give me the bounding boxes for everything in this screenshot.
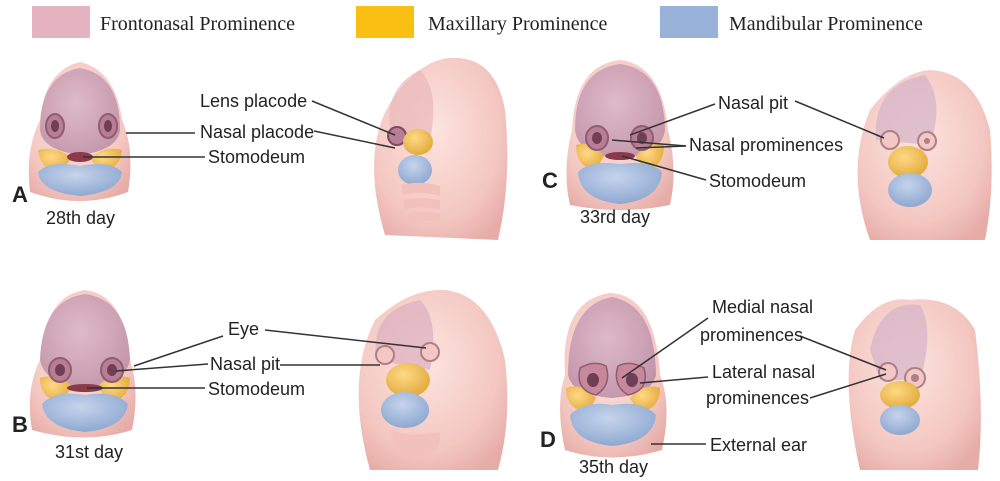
label-nasal-placode: Nasal placode <box>200 122 314 142</box>
panel-a-frontal-face <box>29 62 131 201</box>
label-medial-nasal-line2: prominences <box>700 325 803 345</box>
label-stomodeum-c: Stomodeum <box>709 171 806 191</box>
panel-d: D 35th day Medial nasal prominences Late… <box>540 293 981 477</box>
panel-c: C 33rd day Nasal pit Nasal prominences S… <box>542 60 992 240</box>
panel-b-day-label: 31st day <box>55 442 123 462</box>
panel-a: A 28th day Lens placode Nasal placode St… <box>12 58 507 240</box>
panel-c-letter: C <box>542 168 558 193</box>
legend: Frontonasal Prominence Maxillary Promine… <box>32 6 923 38</box>
panel-a-day-label: 28th day <box>46 208 115 228</box>
label-stomodeum-a: Stomodeum <box>208 147 305 167</box>
frontonasal-swatch <box>32 6 90 38</box>
label-lateral-nasal-line1: Lateral nasal <box>712 362 815 382</box>
label-lateral-nasal-line2: prominences <box>706 388 809 408</box>
panel-b-lateral-embryo <box>359 290 508 470</box>
legend-item-mandibular: Mandibular Prominence <box>660 6 923 38</box>
label-stomodeum-b: Stomodeum <box>208 379 305 399</box>
label-lens-placode: Lens placode <box>200 91 307 111</box>
legend-label-frontonasal: Frontonasal Prominence <box>100 13 295 35</box>
legend-label-mandibular: Mandibular Prominence <box>729 13 923 35</box>
panel-d-frontal-face <box>560 293 667 458</box>
panel-d-lateral-embryo <box>849 299 981 470</box>
panel-c-lateral-embryo <box>858 70 992 240</box>
label-nasal-prominences-c: Nasal prominences <box>689 135 843 155</box>
legend-item-frontonasal: Frontonasal Prominence <box>32 6 295 38</box>
panel-b-letter: B <box>12 412 28 437</box>
panel-a-letter: A <box>12 182 28 207</box>
label-nasal-pit-b: Nasal pit <box>210 354 280 374</box>
panel-d-day-label: 35th day <box>579 457 648 477</box>
legend-item-maxillary: Maxillary Prominence <box>356 6 608 38</box>
maxillary-swatch <box>356 6 414 38</box>
panel-d-letter: D <box>540 427 556 452</box>
panel-b-frontal-face <box>30 290 136 438</box>
mandibular-swatch <box>660 6 718 38</box>
panel-b: B 31st day Eye Nasal pit Stomodeum <box>12 290 507 470</box>
label-medial-nasal-line1: Medial nasal <box>712 297 813 317</box>
panel-a-lateral-embryo <box>374 58 507 240</box>
label-external-ear: External ear <box>710 435 807 455</box>
panel-c-day-label: 33rd day <box>580 207 650 227</box>
label-nasal-pit-c: Nasal pit <box>718 93 788 113</box>
panel-c-frontal-face <box>566 60 673 210</box>
legend-label-maxillary: Maxillary Prominence <box>428 13 608 35</box>
label-eye: Eye <box>228 319 259 339</box>
